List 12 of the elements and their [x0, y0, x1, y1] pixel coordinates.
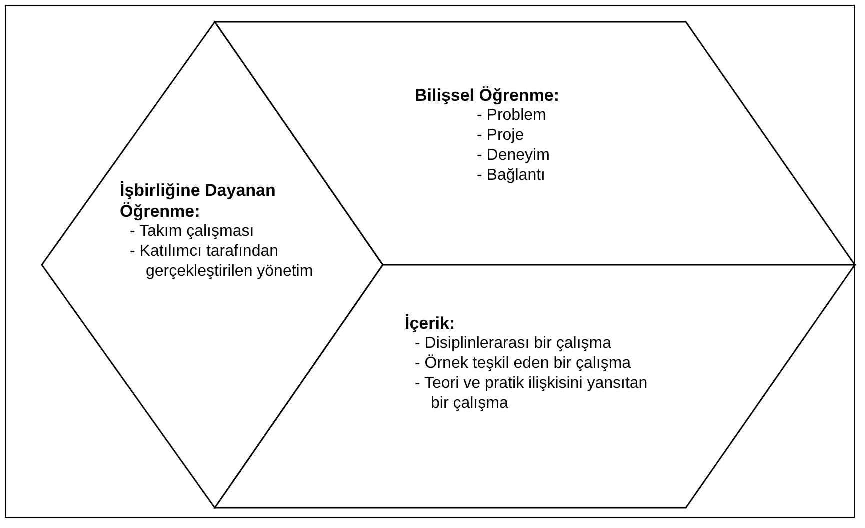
- list-item: - Takım çalışması: [130, 222, 256, 242]
- section-heading: İçerik:: [405, 313, 456, 334]
- section-heading: Bilişsel Öğrenme:: [415, 85, 561, 106]
- list-item: - Deneyim: [477, 146, 551, 166]
- section-heading: İşbirliğine Dayanan Öğrenme:: [120, 180, 277, 222]
- list-item: - Katılımcı tarafından gerçekleştirilen yönetim: [130, 242, 314, 282]
- list-item: - Bağlantı: [477, 166, 546, 186]
- list-item: - Proje: [477, 126, 526, 146]
- list-item: - Örnek teşkil eden bir çalışma: [415, 354, 632, 374]
- list-item: - Problem: [477, 106, 548, 126]
- list-item: - Teori ve pratik ilişkisini yansıtan bir çalışma: [415, 374, 649, 414]
- list-item: - Disiplinlerarası bir çalışma: [415, 334, 612, 354]
